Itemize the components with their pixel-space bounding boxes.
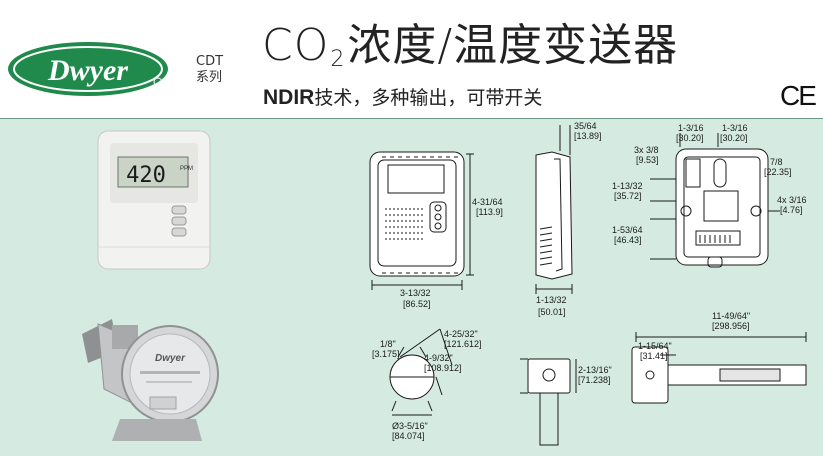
dimension-drawings: 4-31/64 [113.9] 3-13/32 [86.52] 35/64 [1… (369, 121, 807, 446)
back-b-mm: [30.20] (720, 133, 748, 143)
front-view-drawing (369, 151, 474, 290)
duct-brand-label: Dwyer (155, 353, 186, 364)
display-unit: PPM (180, 166, 193, 172)
back-holes-mm: [4.76] (780, 205, 803, 215)
product-photos: 420 PPM Dwyer (82, 130, 219, 441)
duct-pipe-label: 1/8" (380, 339, 396, 349)
duct-pipe-mm: [3.175] (372, 349, 400, 359)
duct-outer-label: 4-25/32" (444, 329, 478, 339)
back-holes-label: 4x 3/16 (777, 195, 807, 205)
back-a-mm: [30.20] (676, 133, 704, 143)
duct-diameter-mm: [84.074] (392, 431, 425, 441)
display-reading: 420 (126, 163, 166, 188)
subtitle-text: 技术，多种输出，可带开关 (314, 87, 543, 109)
back-b-label: 1-3/16 (722, 123, 748, 133)
back-conduit-mm: [9.53] (636, 155, 659, 165)
back-left2-mm: [46.43] (614, 235, 642, 245)
duct-inner-label: 4-9/32" (424, 353, 453, 363)
subtitle-bold: NDIR (263, 86, 315, 109)
logo-text: Dwyer (47, 54, 128, 87)
page-subtitle: NDIR技术，多种输出，可带开关 (263, 86, 542, 110)
probe-view-drawing (631, 332, 807, 404)
back-a-label: 1-3/16 (678, 123, 704, 133)
duct-side-view-drawing (520, 358, 577, 446)
side-view-drawing (535, 125, 573, 294)
page-title: CO2浓度/温度变送器 (262, 22, 678, 78)
duct-transmitter-image: Dwyer (82, 319, 219, 441)
duct-outer-mm: [121.612] (444, 339, 482, 349)
duct-inner-mm: [108.912] (424, 363, 462, 373)
title-co: CO (262, 20, 330, 71)
wall-transmitter-image: 420 PPM (97, 130, 211, 270)
product-panel: 420 PPM Dwyer (0, 118, 823, 456)
front-width-label: 3-13/32 (400, 288, 431, 298)
front-height-label: 4-31/64 (472, 197, 503, 207)
back-left1-label: 1-13/32 (612, 181, 643, 191)
back-view-drawing (650, 133, 780, 268)
back-right-label: 7/8 (770, 157, 783, 167)
front-width-mm: [86.52] (403, 299, 431, 309)
probe-length-label: 11-49/64" (712, 311, 750, 321)
probe-head-mm: [31.41] (640, 351, 668, 361)
title-text: 浓度/温度变送器 (347, 20, 679, 71)
title-subscript: 2 (330, 47, 346, 72)
series-suffix: 系列 (196, 70, 223, 85)
duct-side-label: 2-13/16" (578, 365, 612, 375)
back-right-mm: [22.35] (764, 167, 792, 177)
duct-side-mm: [71.238] (578, 375, 611, 385)
back-left2-label: 1-53/64 (612, 225, 643, 235)
series-code: CDT (196, 54, 224, 69)
side-top-mm: [13.89] (574, 131, 602, 141)
front-height-mm: [113.9] (476, 207, 503, 217)
probe-length-mm: [298.956] (712, 321, 750, 331)
dwyer-logo: Dwyer (8, 42, 168, 96)
side-depth-mm: [50.01] (538, 307, 566, 317)
side-top-label: 35/64 (574, 121, 597, 131)
page-header: Dwyer CDT 系列 CO2浓度/温度变送器 NDIR技术，多种输出，可带开… (0, 0, 823, 118)
side-depth-label: 1-13/32 (536, 295, 567, 305)
back-conduit-label: 3x 3/8 (634, 145, 659, 155)
duct-top-view-drawing (389, 328, 453, 416)
series-label: CDT 系列 (196, 54, 223, 86)
probe-head-label: 1-15/64" (638, 341, 672, 351)
duct-diameter-label: Ø3-5/16" (392, 421, 428, 431)
back-left1-mm: [35.72] (614, 191, 642, 201)
ce-mark: CE (780, 80, 817, 111)
